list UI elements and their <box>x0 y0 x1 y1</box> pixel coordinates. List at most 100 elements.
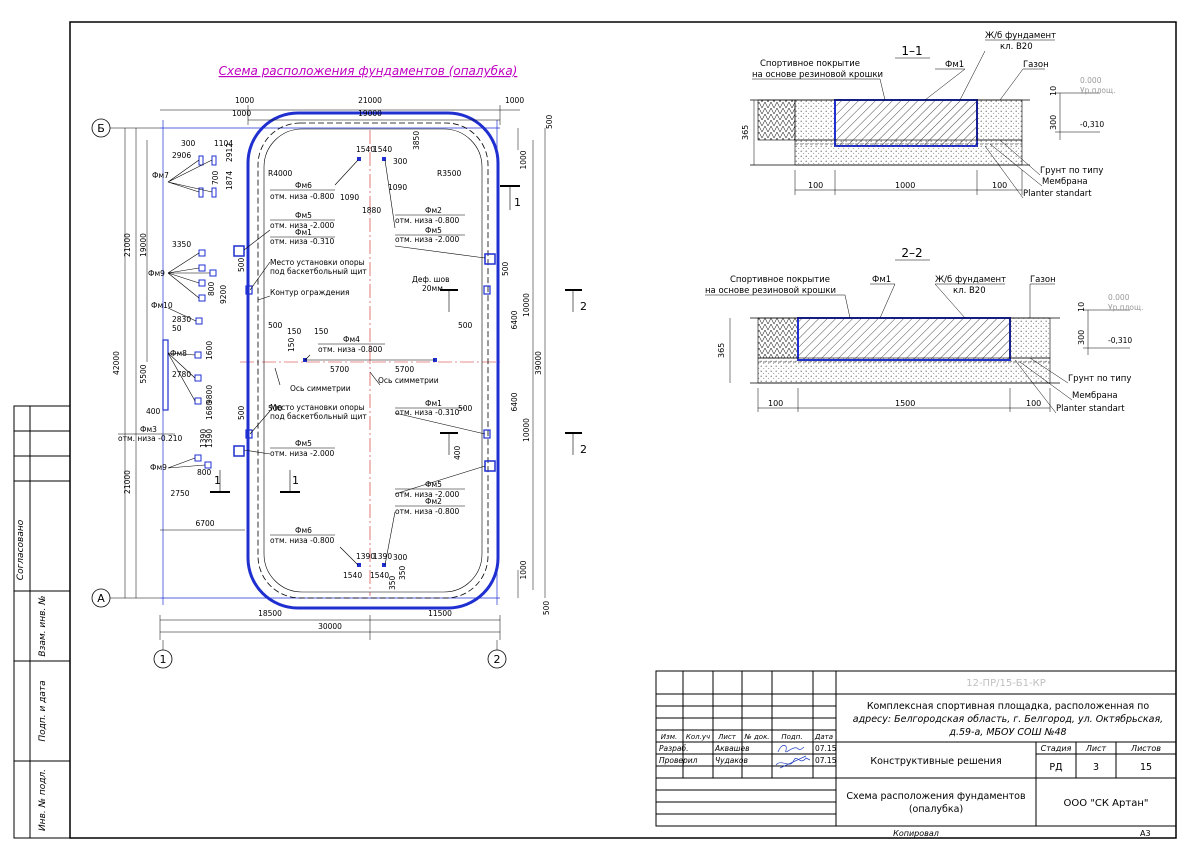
dim-text: 400 <box>146 407 161 416</box>
fm7-post <box>211 187 217 198</box>
fm2-post <box>382 563 386 567</box>
label-fm5-bot-level: отм. низа -2.000 <box>395 490 460 499</box>
dim-text: 1390 <box>356 552 375 561</box>
label-foundation: Ж/б фундамент <box>935 275 1006 285</box>
radius-label: R3500 <box>437 169 462 178</box>
label-fm5-left: Фм5 <box>295 211 312 220</box>
header-list: Лист <box>717 733 737 741</box>
fm7-post <box>198 155 204 166</box>
level-1: -0,310 <box>1108 336 1132 345</box>
fm9-post <box>194 454 202 462</box>
level-0: 0.000 <box>1108 293 1130 302</box>
dim-100: 100 <box>992 181 1007 190</box>
drawing-name: Схема расположения фундаментов <box>846 791 1026 802</box>
label-fm5-top: Фм5 <box>425 226 442 235</box>
section-2-2: 2–2 365 10 300 100 1500 100 Сп <box>705 246 1143 414</box>
fm5-square <box>484 460 496 472</box>
header-izm: Изм. <box>661 733 677 741</box>
dim-text: 6400 <box>510 310 519 329</box>
section-mark-1: 1 <box>514 196 521 209</box>
fm3-strip <box>162 339 169 411</box>
dim-text: 1090 <box>388 183 407 192</box>
label-joint-2: 20мм <box>422 284 443 293</box>
dim-text: 2906 <box>172 151 191 160</box>
dim-text: 11500 <box>428 609 452 618</box>
dim-text: 1000 <box>519 150 528 169</box>
label-fm6-top-level: отм. низа -0.800 <box>270 192 335 201</box>
label-fm1-left: Фм1 <box>295 228 312 237</box>
label-symmetry-1: Ось симметрии <box>290 384 351 393</box>
doc-code: 12-ПР/15-Б1-КР <box>966 678 1046 689</box>
dim-1000: 1000 <box>895 181 915 190</box>
foundation-fm1 <box>797 317 1011 361</box>
section-mark-2: 2 <box>580 300 587 313</box>
dim-text: 21000 <box>123 470 132 494</box>
label-fm9: Фм9 <box>150 463 167 472</box>
section-mark-2: 2 <box>580 443 587 456</box>
dim-text: 1600 <box>205 341 214 360</box>
dim-text: 2912 <box>225 143 234 162</box>
dim-text: 5700 <box>330 365 349 374</box>
dim-text: 500 <box>542 601 551 616</box>
dim-text: 9800 <box>205 385 214 404</box>
dim-text: 3350 <box>172 240 191 249</box>
label-symmetry-2: Ось симметрии <box>378 376 439 385</box>
axis-label-b: Б <box>97 122 105 135</box>
label-planter: Planter standart <box>1056 404 1125 414</box>
fm6-post <box>357 563 361 567</box>
court-outline <box>246 111 500 610</box>
fm1-square <box>245 285 253 295</box>
dim-text: 350 <box>398 565 407 580</box>
label-fm3-level: отм. низа -0.210 <box>118 434 183 443</box>
dim-text: 18500 <box>258 609 282 618</box>
dim-text: 1874 <box>225 171 234 190</box>
dim-text: 500 <box>268 404 283 413</box>
dim-text: 350 <box>388 575 397 590</box>
dim-300: 300 <box>1077 330 1086 345</box>
level-1: -0,310 <box>1080 120 1104 129</box>
label-support-2: Место установки опоры <box>270 403 365 412</box>
header-stage: Стадия <box>1041 744 1072 753</box>
dim-text: 42000 <box>112 351 121 375</box>
section-name: Конструктивные решения <box>870 756 1001 767</box>
dim-text: 21000 <box>358 96 382 105</box>
dim-365: 365 <box>741 125 750 140</box>
label-fm2-top: Фм2 <box>425 206 442 215</box>
coating-layer <box>757 317 799 359</box>
label-fm7: Фм7 <box>152 171 169 180</box>
dim-text: 300 <box>393 157 408 166</box>
label-support-2b: под баскетбольный щит <box>270 412 367 421</box>
label-membrane: Мембрана <box>1072 391 1118 401</box>
company-name: ООО "СК Артан" <box>1064 798 1149 809</box>
date-checker: 07.15 <box>815 756 837 765</box>
label-fm5-top-level: отм. низа -2.000 <box>395 235 460 244</box>
dim-text: 150 <box>314 327 329 336</box>
dim-text: 19000 <box>139 233 148 257</box>
dim-text: 1390 <box>373 552 392 561</box>
stamp-inv-replace: Взам. инв. № <box>38 595 48 656</box>
header-podp: Подп. <box>781 733 802 741</box>
fm2-post <box>382 157 386 161</box>
fm9-post <box>198 249 206 257</box>
dim-text: 1540 <box>373 145 392 154</box>
section-1-title: 1–1 <box>901 44 922 58</box>
dim-text: 21000 <box>123 233 132 257</box>
label-lawn: Газон <box>1030 275 1056 285</box>
axis-label-2: 2 <box>494 653 501 666</box>
fm5-square <box>233 445 245 457</box>
label-fence: Контур ограждения <box>270 288 350 297</box>
dim-text: 1000 <box>519 560 528 579</box>
dim-text: 3850 <box>412 131 421 150</box>
dim-text: 1540 <box>370 571 389 580</box>
label-fm5-bot-left-level: отм. низа -2.000 <box>270 449 335 458</box>
signature-checker <box>775 755 811 769</box>
side-stamp <box>13 405 71 839</box>
format-label: А3 <box>1140 829 1151 838</box>
coating-layer <box>757 99 796 141</box>
fm8-post <box>194 397 202 405</box>
foundation-plan: Схема расположения фундаментов (опалубка… <box>91 64 587 669</box>
stage-value: РД <box>1049 762 1062 773</box>
dim-text: 5500 <box>139 364 148 383</box>
copied-label: Копировал <box>893 829 939 838</box>
